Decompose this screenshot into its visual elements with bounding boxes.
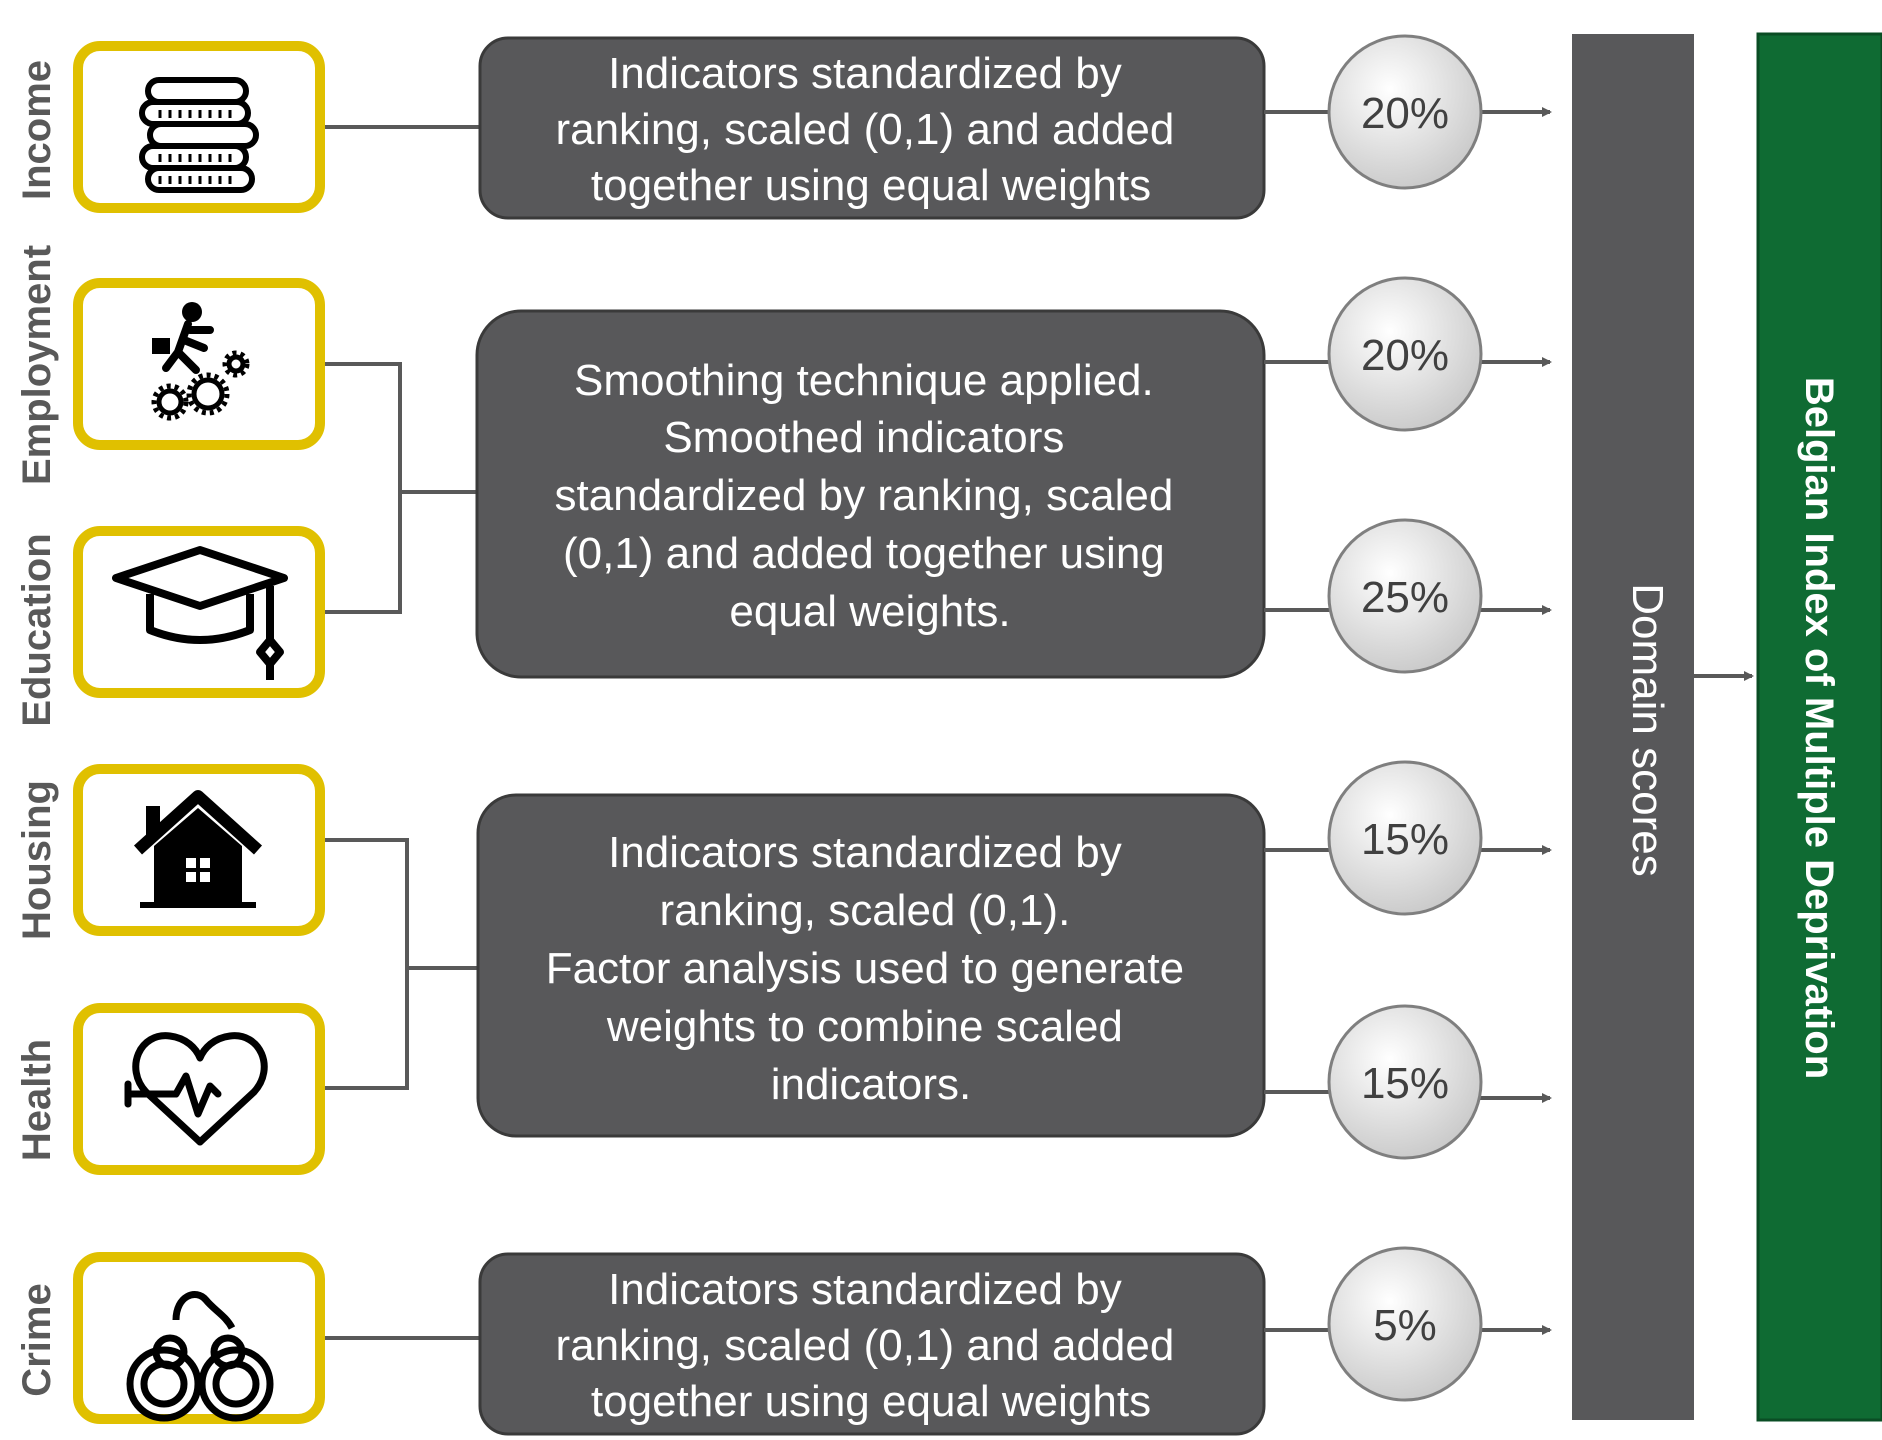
process-text-line: standardized by ranking, scaled [554,471,1173,520]
weight-circle-education: 25% [1327,518,1483,674]
process-text-line: indicators. [771,1060,972,1109]
icon-box-income [73,41,325,213]
final-index-label: Belgian Index of Multiple Deprivation [1797,377,1841,1079]
process-box-income: Indicators standardized by ranking, scal… [478,36,1266,220]
worker-gears-icon [151,302,250,421]
domain-label-crime: Crime [15,1283,59,1396]
weight-circle-employment: 20% [1327,276,1483,432]
weight-circle-health: 15% [1327,1004,1483,1160]
process-text-line: Indicators standardized by [608,1265,1122,1314]
domain-label-income: Income [15,60,59,200]
weight-circle-income: 20% [1327,34,1483,190]
icon-box-health [73,1003,325,1175]
domain-label-education: Education [15,533,59,726]
icon-box-employment [73,278,325,450]
process-box-employment-education: Smoothing technique applied. Smoothed in… [475,309,1266,679]
svg-text:Smoothing technique applied.: Smoothing technique applied. Smoothed in… [554,356,1185,636]
process-text-line: equal weights. [729,587,1010,636]
process-text-line: ranking, scaled (0,1) and added [555,105,1174,154]
connector-lines [325,125,480,1340]
coins-icon [139,77,259,193]
process-text-line: Indicators standardized by [608,828,1122,877]
weight-label: 20% [1361,331,1449,380]
weight-label: 15% [1361,1059,1449,1108]
process-text-line: Smoothed indicators [663,413,1064,462]
heart-pulse-icon [124,1032,268,1146]
domain-label-health: Health [15,1039,59,1161]
weight-label: 20% [1361,89,1449,138]
process-text-line: Indicators standardized by [608,49,1122,98]
graduation-cap-icon [112,546,288,680]
weight-circle-crime: 5% [1327,1246,1483,1402]
process-box-crime: Indicators standardized by ranking, scal… [478,1252,1266,1436]
process-text-line: ranking, scaled (0,1). [659,886,1070,935]
icon-box-housing [73,764,325,936]
weight-label: 25% [1361,573,1449,622]
icon-box-crime [73,1252,325,1424]
handcuffs-icon [126,1291,274,1422]
domain-scores-bar: Domain scores [1572,34,1694,1420]
final-index-bar: Belgian Index of Multiple Deprivation [1756,32,1882,1422]
process-text-line: ranking, scaled (0,1) and added [555,1321,1174,1370]
weight-connectors [1264,107,1754,1335]
icon-box-education [73,526,325,698]
process-text-line: (0,1) and added together using [563,529,1165,578]
process-box-housing-health: Indicators standardized by ranking, scal… [476,793,1266,1138]
house-icon [133,790,263,908]
process-text-line: weights to combine scaled [606,1002,1123,1051]
process-text-line: together using equal weights [591,161,1151,210]
weight-label: 5% [1373,1301,1437,1350]
domain-scores-label: Domain scores [1623,583,1672,876]
svg-text:Indicators standardized by: Indicators standardized by ranking, scal… [546,828,1197,1109]
process-text-line: together using equal weights [591,1377,1151,1426]
process-text-line: Factor analysis used to generate [546,944,1184,993]
svg-text:Indicators standardized by: Indicators standardized by ranking, scal… [555,1265,1186,1426]
process-text-line: Smoothing technique applied. [574,356,1154,405]
domain-label-employment: Employment [15,245,59,485]
svg-text:Indicators standardized by: Indicators standardized by ranking, scal… [555,49,1186,210]
weight-circle-housing: 15% [1327,760,1483,916]
domain-label-housing: Housing [15,780,59,940]
weight-label: 15% [1361,815,1449,864]
